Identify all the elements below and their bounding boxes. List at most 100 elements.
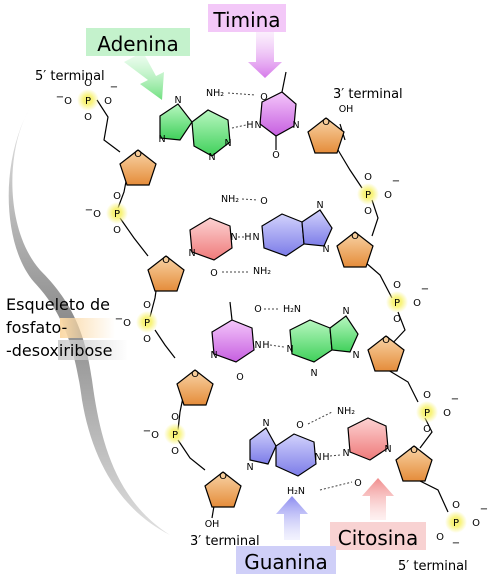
phosphate-atoms: P O O O O − − P O O O − P O O O − P O O … [56, 78, 488, 549]
citosina-left-atoms: NH₂ N N O [188, 194, 239, 279]
atom-oh: OH [339, 104, 354, 115]
guanina-right-atoms: O N H NH₂ N N [244, 196, 329, 277]
arrow-citosina [362, 478, 394, 520]
timina-atoms: O N H N O [246, 92, 299, 161]
guanina-label-bg [236, 546, 336, 574]
atom-p: P [144, 318, 150, 329]
label-backbone-line1: Esqueleto de [6, 295, 110, 314]
atom-o: O [219, 471, 227, 482]
atom-o: O [143, 334, 151, 345]
atom-h: H [262, 340, 269, 351]
charge-minus: − [421, 284, 429, 295]
atom-o: O [162, 255, 170, 266]
atom-o: O [272, 150, 279, 161]
charge-minus: − [392, 176, 400, 187]
atom-h2n: H₂N [287, 486, 305, 497]
guanina-base-left [249, 427, 317, 477]
atom-n: N [286, 344, 293, 355]
charge-minus: − [115, 314, 123, 325]
atom-o: O [134, 149, 142, 160]
atom-o: O [423, 424, 431, 435]
timina-label-bg [208, 4, 286, 32]
atom-n: N [246, 462, 253, 473]
atom-o: O [364, 206, 372, 217]
hbonds-gc [307, 411, 353, 491]
citosina-label-bg [330, 522, 426, 550]
timina-base-left [211, 319, 255, 363]
arrow-guanina [276, 496, 308, 540]
label-3-terminal-bottom: 3′ terminal [190, 534, 260, 549]
atom-nh2: NH₂ [221, 194, 239, 205]
charge-minus: − [110, 82, 118, 93]
atom-p: P [172, 430, 178, 441]
atom-h2n: H₂N [283, 304, 301, 315]
adenina-atoms: N N N N NH₂ [158, 88, 231, 163]
charge-minus: − [451, 394, 459, 405]
atom-o: O [354, 478, 361, 489]
atom-nh2: NH₂ [206, 88, 224, 99]
atom-p: P [453, 518, 459, 529]
atom-oh: OH [205, 519, 220, 530]
citosina-right-atoms: NH₂ N N O [337, 406, 392, 489]
atom-h: H [244, 232, 251, 243]
atom-nh2: NH₂ [337, 406, 355, 417]
sugar-rings [119, 117, 433, 508]
hydroxyl-labels: OH OH [205, 104, 354, 530]
atom-o: O [393, 314, 401, 325]
atom-n: N [230, 232, 237, 243]
citosina-base-right [347, 417, 389, 461]
atom-n: N [384, 444, 391, 455]
backbone-label-bg [60, 318, 115, 338]
atom-o: O [260, 92, 267, 103]
atom-n: N [252, 232, 259, 243]
timina-left-methyl [229, 301, 233, 321]
charge-minus: − [452, 538, 460, 549]
atom-o: O [151, 430, 159, 441]
atom-nh2: NH₂ [253, 266, 271, 277]
arrow-timina [248, 32, 282, 78]
atom-p: P [85, 96, 91, 107]
atom-n: N [254, 120, 261, 131]
backbone-label-bg2 [58, 340, 128, 360]
atom-n: N [254, 340, 261, 351]
label-citosina: Citosina [338, 526, 419, 550]
atom-o: O [143, 300, 151, 311]
atom-o: O [393, 280, 401, 291]
atom-o: O [171, 412, 179, 423]
guanina-base-right [261, 209, 333, 257]
atom-n: N [158, 134, 165, 145]
atom-p: P [424, 408, 430, 419]
citosina-base-left [189, 217, 233, 261]
hbonds-at [227, 92, 256, 129]
adenina-label-bg [86, 28, 190, 56]
atom-o: O [84, 78, 92, 89]
atom-n: N [352, 350, 359, 361]
arrow-adenina [124, 52, 164, 100]
atom-o: O [436, 532, 444, 543]
charge-minus: − [85, 205, 93, 216]
timina-methyl [281, 71, 287, 93]
atom-o: O [472, 518, 480, 529]
atom-n: N [314, 452, 321, 463]
adenina-base-right [289, 315, 359, 363]
atom-o: O [382, 335, 390, 346]
label-3-terminal-top: 3′ terminal [333, 87, 403, 102]
atom-o: O [171, 446, 179, 457]
atom-n: N [188, 248, 195, 259]
atom-n: N [310, 368, 317, 379]
atom-n: N [224, 138, 231, 149]
label-5-terminal-bottom: 5′ terminal [398, 559, 468, 574]
atom-o: O [423, 390, 431, 401]
guanina-left-atoms: N N O N H H₂N [246, 418, 329, 497]
atom-o: O [191, 369, 199, 380]
atom-p: P [114, 209, 120, 220]
atom-o: O [260, 196, 267, 207]
phosphate-groups [77, 89, 467, 533]
atom-n: N [342, 448, 349, 459]
adenina-base [159, 103, 231, 157]
atom-o: O [84, 112, 92, 123]
atom-o: O [452, 500, 460, 511]
atom-n: N [342, 306, 349, 317]
atom-o: O [322, 117, 330, 128]
atom-o: O [64, 96, 72, 107]
